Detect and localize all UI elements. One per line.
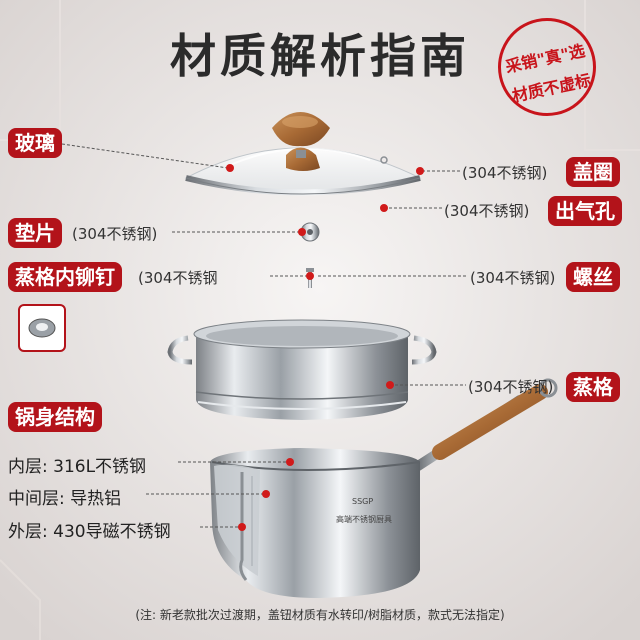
label-lid-ring: 盖圈	[566, 157, 620, 187]
marker-dots	[226, 164, 424, 531]
label-glass: 玻璃	[8, 128, 62, 158]
note-steamer: (304不锈钢)	[468, 378, 554, 396]
note-rivet: (304不锈钢	[138, 269, 218, 287]
lid-knob-icon	[272, 112, 330, 171]
label-screw: 螺丝	[566, 262, 620, 292]
note-screw: (304不锈钢)	[470, 269, 556, 287]
inner-layer-label: 内层: 316L不锈钢	[8, 457, 147, 477]
steamer-basket-icon	[167, 319, 437, 420]
label-body-structure: 锅身结构	[8, 402, 102, 432]
milk-pot-icon	[210, 378, 558, 598]
pot-engraving: 高端不锈钢厨具	[336, 514, 392, 524]
outer-layer-label: 外层: 430导磁不锈钢	[8, 522, 171, 542]
label-steamer: 蒸格	[566, 372, 620, 402]
footer-note: (注: 新老款批次过渡期，盖钮材质有水转印/树脂材质，款式无法指定)	[135, 608, 505, 622]
rivet-thumbnail-icon	[18, 304, 66, 352]
middle-layer-label: 中间层: 导热铝	[8, 489, 122, 509]
note-vent: (304不锈钢)	[444, 202, 530, 220]
page-title: 材质解析指南	[170, 29, 470, 83]
note-gasket: (304不锈钢)	[72, 225, 158, 243]
pot-logo: SSGP	[352, 497, 373, 506]
label-gasket: 垫片	[8, 218, 62, 248]
label-rivet: 蒸格内铆钉	[8, 262, 122, 292]
note-lid-ring: (304不锈钢)	[462, 164, 548, 182]
label-vent: 出气孔	[548, 196, 622, 226]
